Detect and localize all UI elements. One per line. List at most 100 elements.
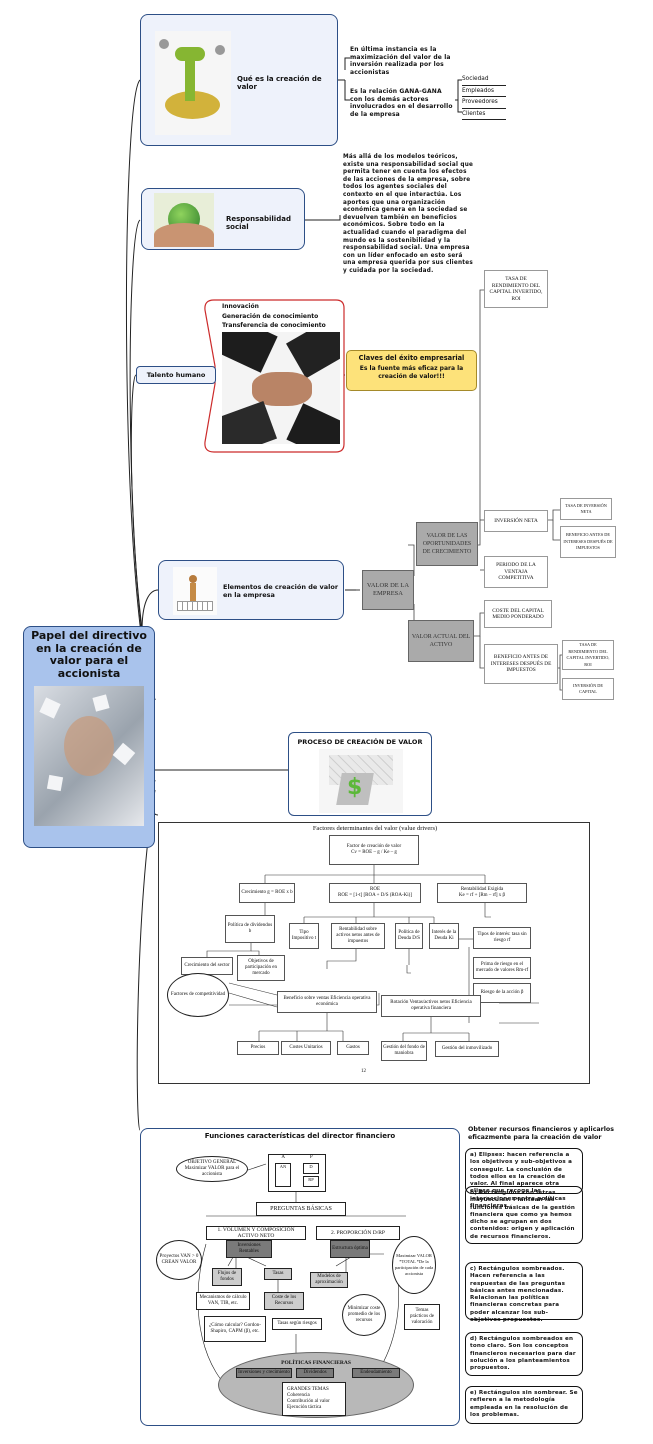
topic-creacion-valor[interactable]: Qué es la creación de valor xyxy=(140,14,338,146)
topic2-title: Responsabilidad social xyxy=(226,215,291,231)
fd-minimizar: Minimizar coste promedio de los recursos xyxy=(342,1294,386,1336)
fig-costes: Costes Unitarios xyxy=(281,1041,331,1055)
fd-tasas: Tasas xyxy=(264,1268,292,1280)
fd-pol-dividendos: Dividendos xyxy=(296,1368,334,1378)
figure-lines xyxy=(206,865,539,1041)
fig-politica-dividendos: Política de dividendos b xyxy=(225,915,275,943)
fd-grandes-temas: GRANDES TEMAS Coherencia Contribución al… xyxy=(282,1382,346,1416)
fig-factor-label: Factor de creación de valor xyxy=(346,844,402,849)
hands-image xyxy=(222,332,340,444)
topic-responsabilidad-social[interactable]: Responsabilidad social xyxy=(141,188,305,250)
fd-flujos: Flujos de fondos xyxy=(212,1268,242,1286)
fd-q2: 2. PROPORCIÓN D/RP xyxy=(316,1226,400,1240)
fig-rentabilidad-activos: Rentabilidad sobre activos netos antes d… xyxy=(331,923,385,949)
topic-proceso-creacion[interactable]: PROCESO DE CREACIÓN DE VALOR $ xyxy=(288,732,432,816)
fd-balance: A P AN D RP xyxy=(268,1154,326,1192)
fd-d-box: D xyxy=(303,1163,319,1174)
callout-text: Es la fuente más eficaz para la creación… xyxy=(359,365,464,380)
topic1-text2: Es la relación GANA-GANA con los demás a… xyxy=(350,88,453,118)
fig-crecimiento-sector: Crecimiento del sector xyxy=(181,957,233,975)
node-beneficio-2: BENEFICIO ANTES DE INTERESES DESPUÉS DE … xyxy=(484,644,558,684)
fd-como: ¿Cómo calcular? Gordon-Shapiro, CAPM (β)… xyxy=(204,1316,266,1342)
value-drivers-figure: Factores determinantes del valor (value … xyxy=(158,822,590,1084)
fig-tipo-impositivo: Tipo Impositivo t xyxy=(289,923,319,949)
topic2-text: Más allá de los modelos teóricos, existe… xyxy=(343,154,474,274)
fig-gastos: Gastos xyxy=(337,1041,369,1055)
fig-rent-formula: Ke = rf + [Rm – rf] x β xyxy=(458,893,506,898)
fig-rentabilidad-exigida: Rentabilidad Exigida Ke = rf + [Rm – rf]… xyxy=(437,883,527,903)
topic-elementos-valor[interactable]: Elementos de creación de valor en la emp… xyxy=(158,560,344,620)
stakeholder-proveedores: Proveedores xyxy=(462,97,506,109)
legend-c: c) Rectángulos sombreados. Hacen referen… xyxy=(465,1262,583,1323)
fig-factor-creacion: Factor de creación de valor Cv = ROE – g… xyxy=(329,835,419,865)
fd-objetivo-general: OBJETIVO GENERAL Maximizar VALOR para el… xyxy=(176,1156,248,1182)
fig-politica-deuda: Política de Deuda D/S xyxy=(395,923,423,949)
fig-rent-label: Rentabilidad Exigida xyxy=(460,887,504,892)
fd-ap-a: A xyxy=(281,1155,286,1160)
fig-interes-deuda: Interés de la Deuda Ki xyxy=(429,923,459,949)
callout-claves[interactable]: Claves del éxito empresarial Es la fuent… xyxy=(346,350,477,391)
fd-temas: Temas prácticos de valoración xyxy=(404,1304,440,1330)
gears-image xyxy=(155,31,231,135)
legend-title: Obtener recursos financieros y aplicarlo… xyxy=(468,1126,615,1141)
fig-page-number: 12 xyxy=(361,1069,366,1074)
talent-topic-box[interactable]: Talento humano xyxy=(136,366,216,384)
fd-modelos: Modelos de aproximación xyxy=(310,1272,348,1288)
node-valor-actual: VALOR ACTUAL DEL ACTIVO xyxy=(408,620,474,662)
fd-proyectos: Proyectos VAN > 0 CREAN VALOR xyxy=(156,1240,202,1280)
fd-grandes-3: Ejecución táctica xyxy=(287,1405,322,1410)
talent-items: Innovación Generación de conocimiento Tr… xyxy=(222,302,326,331)
fd-grandes-2: Contribución al valor xyxy=(287,1399,330,1404)
topic6-title: Funciones características del director f… xyxy=(204,1132,396,1140)
fig-roe: ROE ROE = [1-t] [ROA + D/S (ROA-Ki)] xyxy=(329,883,421,903)
topic5-title: PROCESO DE CREACIÓN DE VALOR xyxy=(297,738,423,746)
node-tasa-rendimiento: TASA DE RENDIMIENTO DEL CAPITAL INVERTID… xyxy=(484,270,548,308)
fd-ap-p: P xyxy=(309,1155,313,1160)
callout-title: Claves del éxito empresarial xyxy=(358,354,465,362)
fd-q1: 1. VOLUMEN Y COMPOSICIÓN ACTIVO NETO xyxy=(206,1226,306,1240)
legend-e: e) Rectángulos sin sombrear. Se refieren… xyxy=(465,1386,583,1424)
central-topic[interactable]: Papel del directivo en la creación de va… xyxy=(23,626,155,848)
fig-roe-formula: ROE = [1-t] [ROA + D/S (ROA-Ki)] xyxy=(338,893,412,898)
topic1-title: Qué es la creación de valor xyxy=(237,75,322,91)
fig-crecimiento: Crecimiento g = ROE x b xyxy=(239,883,295,903)
fd-coste-recursos: Coste de los Recursos xyxy=(264,1292,304,1310)
node-inversion-capital: INVERSIÓN DE CAPITAL xyxy=(562,678,614,700)
node-inversion-neta: INVERSIÓN NETA xyxy=(484,510,548,532)
fig-prima-riesgo: Prima de riesgo en el mercado de valores… xyxy=(473,957,531,979)
finance-diagram: OBJETIVO GENERAL Maximizar VALOR para el… xyxy=(146,1144,456,1424)
fd-mecanismos: Mecanismos de cálculo VAN, TIR, etc. xyxy=(196,1292,250,1310)
node-beneficio-1: BENEFICIO ANTES DE INTERESES DESPUÉS DE … xyxy=(560,526,616,558)
fig-beneficio-ventas: Beneficio sobre ventas Eficiencia operat… xyxy=(277,991,377,1013)
fig-objetivos: Objetivos de participación en mercado xyxy=(237,955,285,981)
legend-d: d) Rectángulos sombreados en tono claro.… xyxy=(465,1332,583,1376)
node-oportunidades: VALOR DE LAS OPORTUNIDADES DE CRECIMIENT… xyxy=(416,522,478,566)
fd-grandes-title: GRANDES TEMAS xyxy=(287,1387,329,1392)
central-topic-image xyxy=(34,686,144,826)
fd-politicas-title: POLÍTICAS FINANCIERAS xyxy=(281,1360,351,1366)
fig-gestion-fondo: Gestión del fondo de maniobra xyxy=(381,1041,427,1061)
stakeholder-sociedad: Sociedad xyxy=(462,74,506,86)
fig-roe-label: ROE xyxy=(370,887,380,892)
topic1-text1: En última instancia es la maximización d… xyxy=(350,46,451,76)
central-topic-title: Papel del directivo en la creación de va… xyxy=(31,629,147,680)
figure-title: Factores determinantes del valor (value … xyxy=(312,825,438,832)
fd-rp-box: RP xyxy=(303,1176,319,1187)
talent-item-3: Transferencia de conocimiento xyxy=(222,322,326,329)
talent-item-1: Innovación xyxy=(222,303,259,310)
node-tasa-roi-2: TASA DE RENDIMIENTO DEL CAPITAL INVERTID… xyxy=(562,640,614,670)
fig-factores-competitividad: Factores de competitividad xyxy=(167,973,229,1017)
fd-pol-endeudamiento: Endeudamiento xyxy=(352,1368,400,1378)
fig-gestion-inmovilizado: Gestión del inmovilizado xyxy=(435,1041,499,1057)
globe-hands-image xyxy=(154,193,214,247)
dollar-puzzle-image: $ xyxy=(319,749,403,813)
fd-estructura: Estructura óptima xyxy=(330,1240,370,1258)
fig-precios: Precios xyxy=(237,1041,279,1055)
stakeholder-clientes: Clientes xyxy=(462,109,506,120)
node-tasa-inversion-neta: TASA DE INVERSIÓN NETA xyxy=(560,498,612,520)
fig-formula-cv: Cv = ROE – g / Ke – g xyxy=(351,850,397,855)
node-valor-empresa: VALOR DE LA EMPRESA xyxy=(362,570,414,610)
puzzle-man-image xyxy=(173,567,217,615)
topic3-title: Talento humano xyxy=(146,371,206,379)
